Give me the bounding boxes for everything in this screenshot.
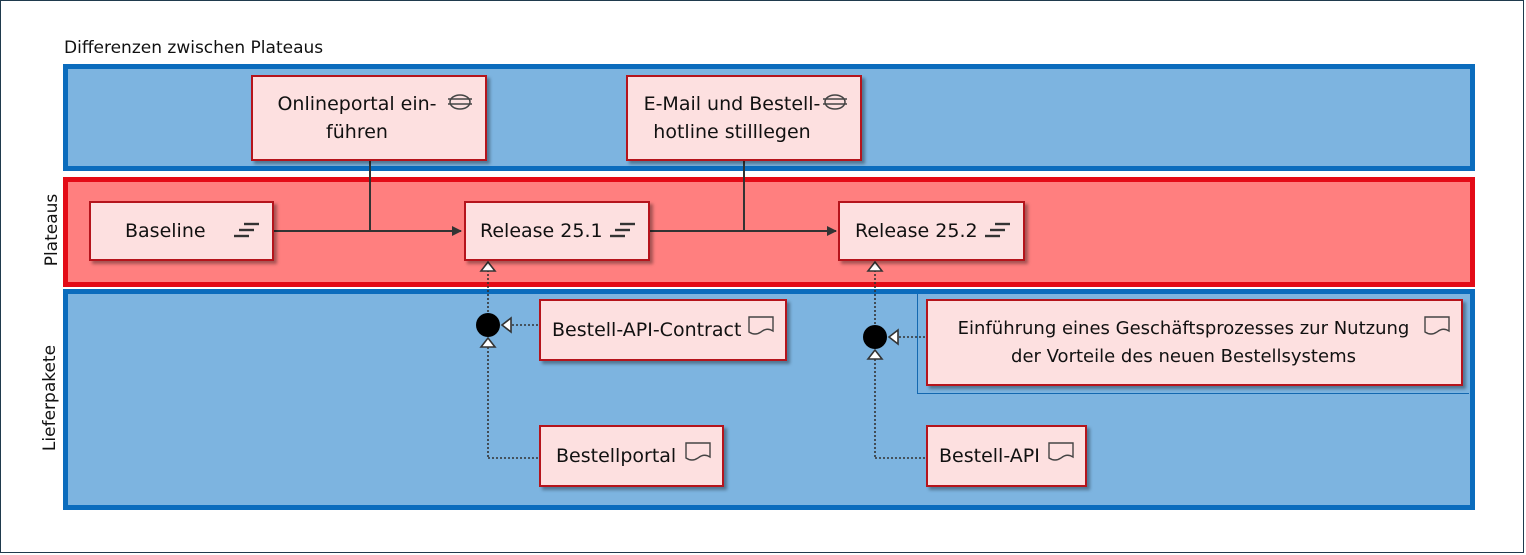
plateau-icon [610,222,635,238]
plateau-icon [985,222,1010,238]
deliverable-einfuehrung[interactable]: Einführung eines Geschäftsprozesses zur … [926,299,1463,386]
deliverable-icon [1048,442,1074,461]
deliverable-bestell-api[interactable]: Bestell-API [926,425,1087,487]
event-icon [448,94,472,110]
junction-head-einfuehrung [887,328,899,346]
junction-head-bestellapi [866,348,884,360]
plateau-icon [234,222,259,238]
junction-head-contract [500,316,512,334]
deliverable-einfuehrung-line2: der Vorteile des neuen Bestellsystems [1011,345,1356,367]
deliverable-icon [685,442,711,461]
realization-head-release252 [866,260,884,272]
plateau-release-25-2-label: Release 25.2 [855,220,978,242]
plateau-baseline[interactable]: Baseline [89,201,274,261]
deliverable-bestell-api-contract-label: Bestell-API-Contract [552,319,742,341]
page-title: Differenzen zwischen Plateaus [64,38,324,58]
deliverable-icon [748,316,774,335]
junction-release252[interactable] [863,325,887,349]
realization-head-release251 [479,260,497,272]
einfuehrung-group [917,294,1469,394]
event-onlineportal-line2: führen [326,121,388,143]
deliverable-bestellportal-label: Bestellportal [556,445,677,467]
deliverable-bestell-api-label: Bestell-API [939,445,1040,467]
realization-group-release251[interactable] [487,270,540,459]
deliverable-bestell-api-contract[interactable]: Bestell-API-Contract [539,299,787,361]
plateau-baseline-label: Baseline [125,220,206,242]
junction-release251[interactable] [476,313,500,337]
event-onlineportal-line1: Onlineportal ein- [277,93,437,115]
plateau-release-25-1[interactable]: Release 25.1 [464,201,650,261]
event-icon [823,94,847,110]
junction-head-bestellportal [479,336,497,348]
realization-group-release252[interactable] [874,270,927,459]
event-onlineportal[interactable]: Onlineportal ein- führen [251,75,487,161]
event-email-line2: hotline stilllegen [653,121,811,143]
plateau-release-25-1-label: Release 25.1 [480,220,603,242]
event-email[interactable]: E-Mail und Bestell- hotline stilllegen [626,75,862,161]
deliverable-bestellportal[interactable]: Bestellportal [539,425,724,487]
deliverable-einfuehrung-line1: Einführung eines Geschäftsprozesses zur … [957,317,1410,339]
plateau-release-25-2[interactable]: Release 25.2 [838,201,1025,261]
event-email-line1: E-Mail und Bestell- [643,93,821,115]
deliverable-icon [1424,316,1450,335]
